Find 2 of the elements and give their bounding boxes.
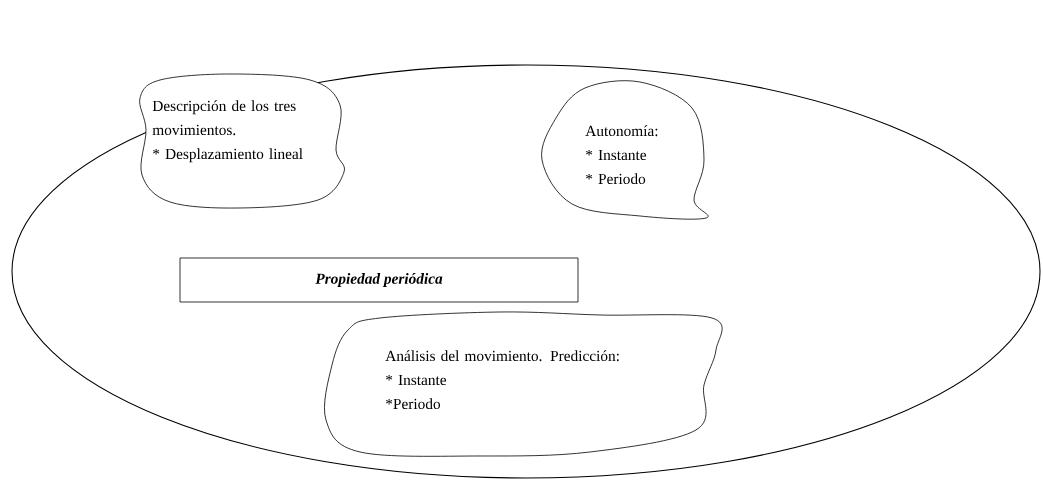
label-box: Propiedad periódica [179,257,579,303]
ellipse-shape [11,64,1041,479]
